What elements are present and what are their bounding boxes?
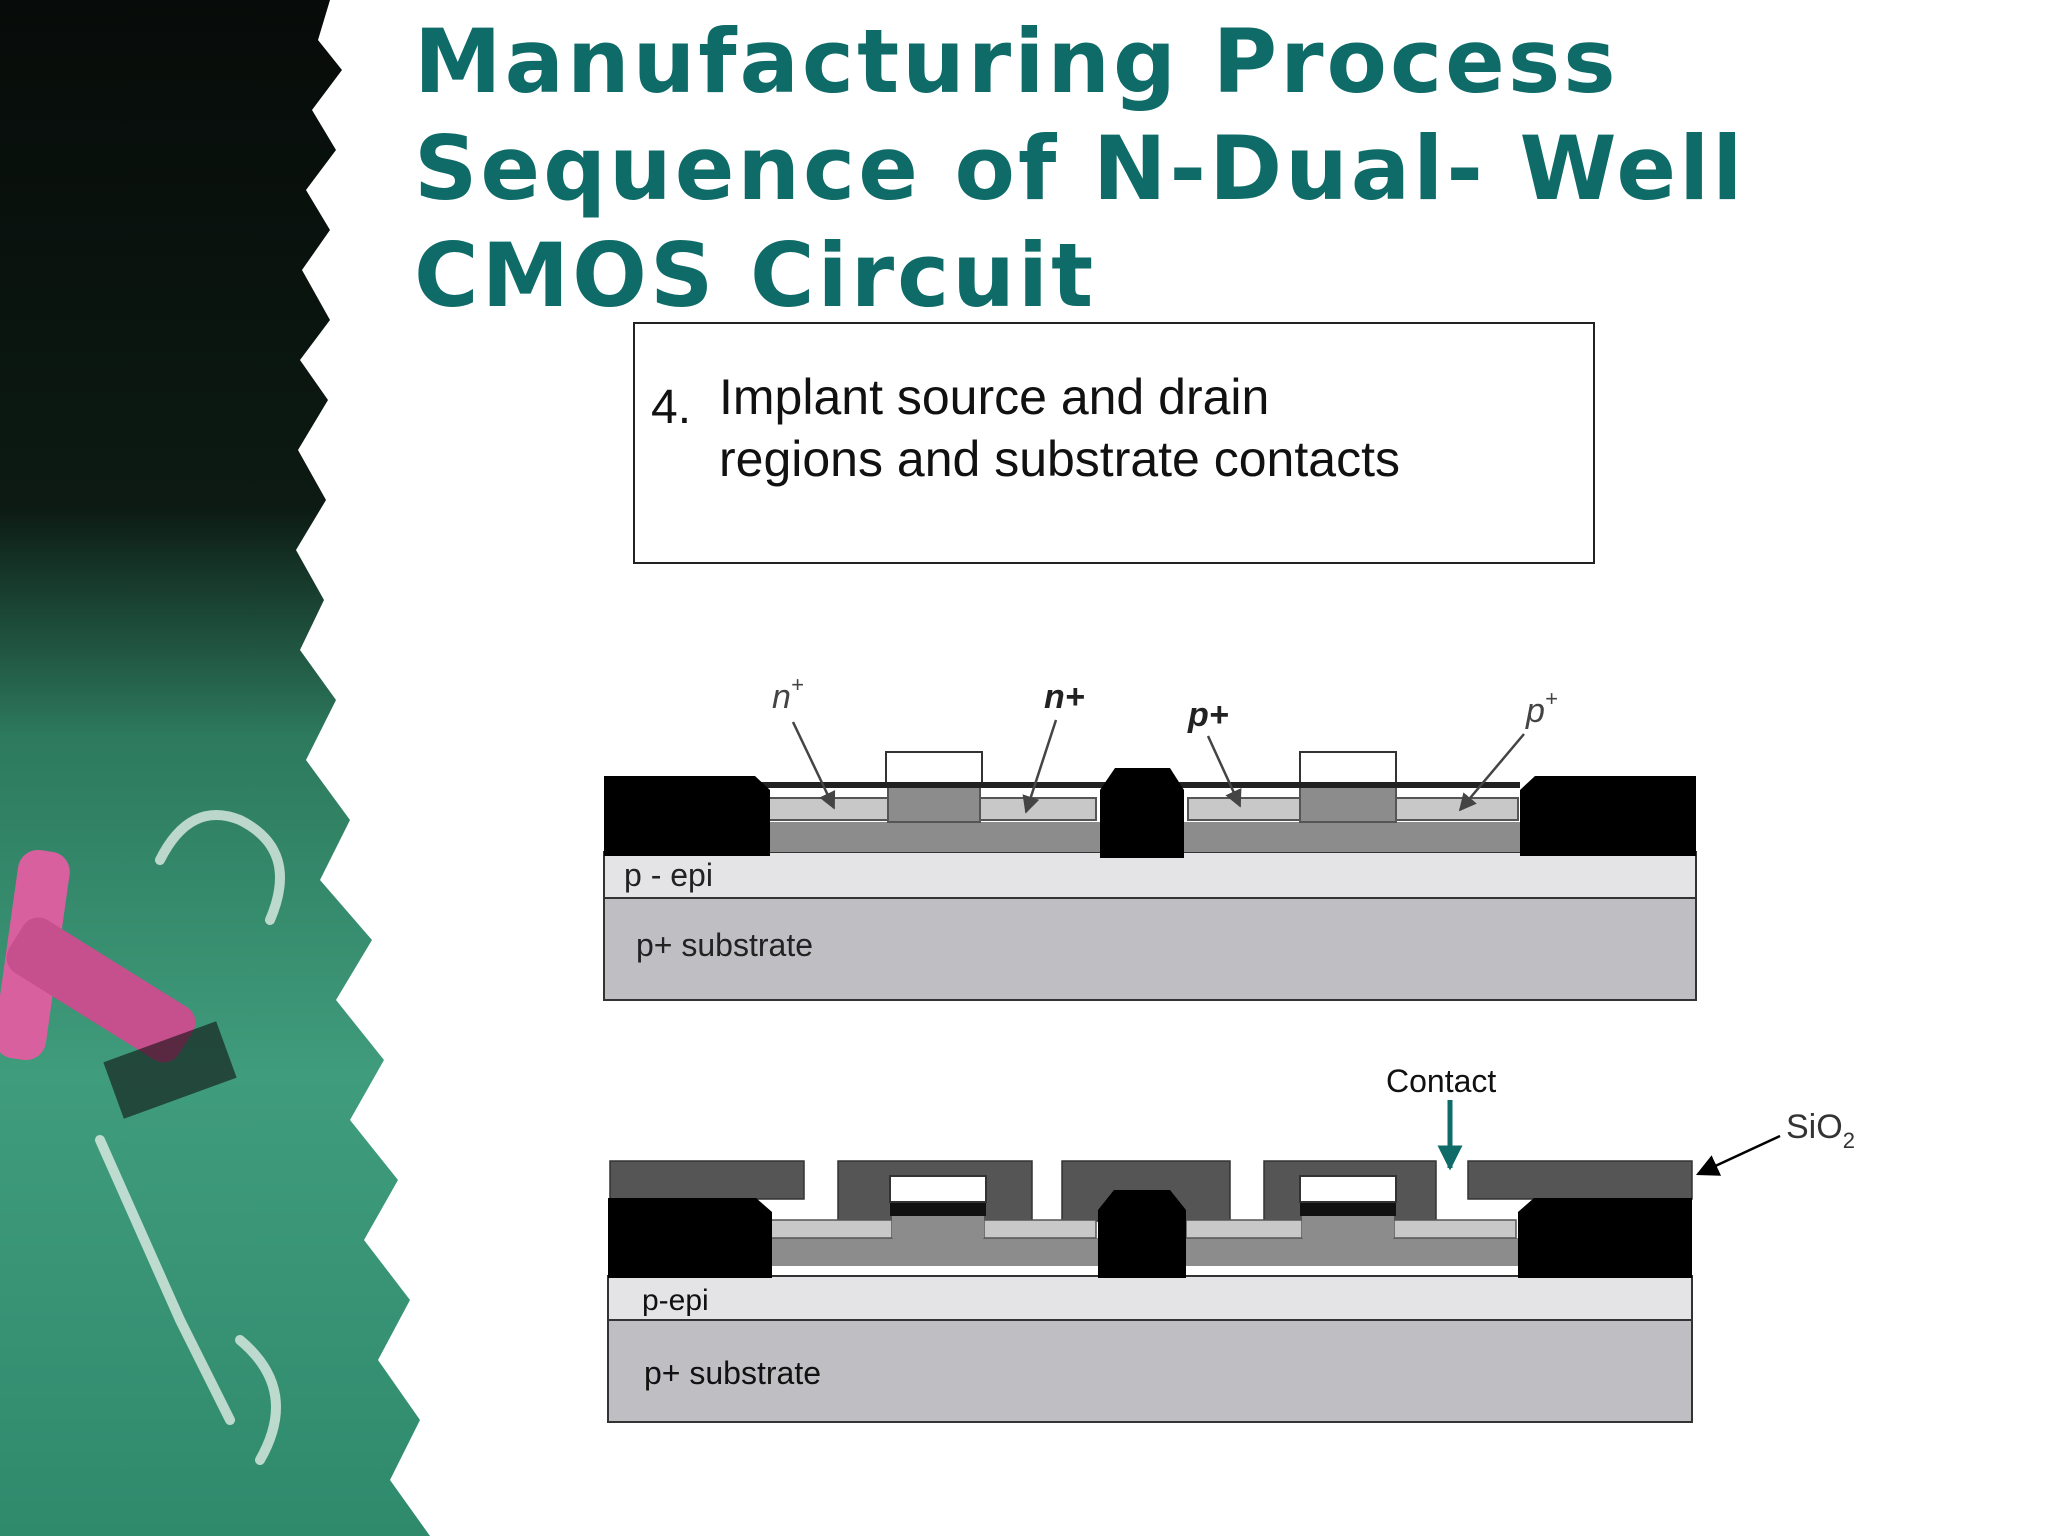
step-description-line-2: regions and substrate contacts <box>719 431 1400 487</box>
step-description-line-1: Implant source and drain <box>719 369 1270 425</box>
field-oxide-regions <box>608 1190 1692 1278</box>
slide-title: Manufacturing Process Sequence of N-Dual… <box>414 8 1914 329</box>
chalk-sticks <box>0 849 237 1119</box>
epi-layer <box>607 1275 1693 1321</box>
poly-gates <box>885 751 1397 787</box>
label-p-plus-mid: p+ <box>1187 696 1229 734</box>
label-n-plus-mid: n+ <box>1044 678 1085 716</box>
label-p-plus-right: p+ <box>1525 686 1558 730</box>
slide-title-line-2: Sequence of N-Dual- Well <box>414 117 1746 220</box>
label-contact: Contact <box>1386 1063 1496 1099</box>
implant-regions <box>767 1219 1517 1239</box>
implant-arrows <box>791 719 1525 814</box>
slide-title-line-1: Manufacturing Process <box>414 10 1619 113</box>
epi-layer <box>603 851 1697 899</box>
step-number: 4. <box>651 381 692 434</box>
cross-section-after-implant: n+ n+ p+ p+ p - epi p+ substrate <box>603 672 1697 1001</box>
gate-stack-black <box>890 1202 1396 1216</box>
step-description: Implant source and drain regions and sub… <box>719 366 1579 490</box>
label-n-plus-left: n+ <box>772 672 804 716</box>
field-oxide-regions <box>604 768 1696 858</box>
gate-regions <box>887 783 1397 823</box>
chalkboard-side-art <box>0 0 430 1536</box>
cross-section-with-contacts: Contact SiO2 p-epi p+ substrate <box>607 1063 1855 1423</box>
label-epi-layer: p-epi <box>642 1284 709 1317</box>
process-step-box: 4. Implant source and drain regions and … <box>633 322 1595 564</box>
label-substrate-layer: p+ substrate <box>644 1355 821 1391</box>
chalk-scribbles <box>95 810 285 1465</box>
label-epi-layer: p - epi <box>624 857 713 893</box>
oxide-arrow <box>1695 1134 1781 1176</box>
label-oxide: SiO2 <box>1786 1108 1855 1153</box>
slide-title-line-3: CMOS Circuit <box>414 224 1097 327</box>
label-substrate-layer: p+ substrate <box>636 927 813 963</box>
poly-gates <box>889 1175 1397 1203</box>
